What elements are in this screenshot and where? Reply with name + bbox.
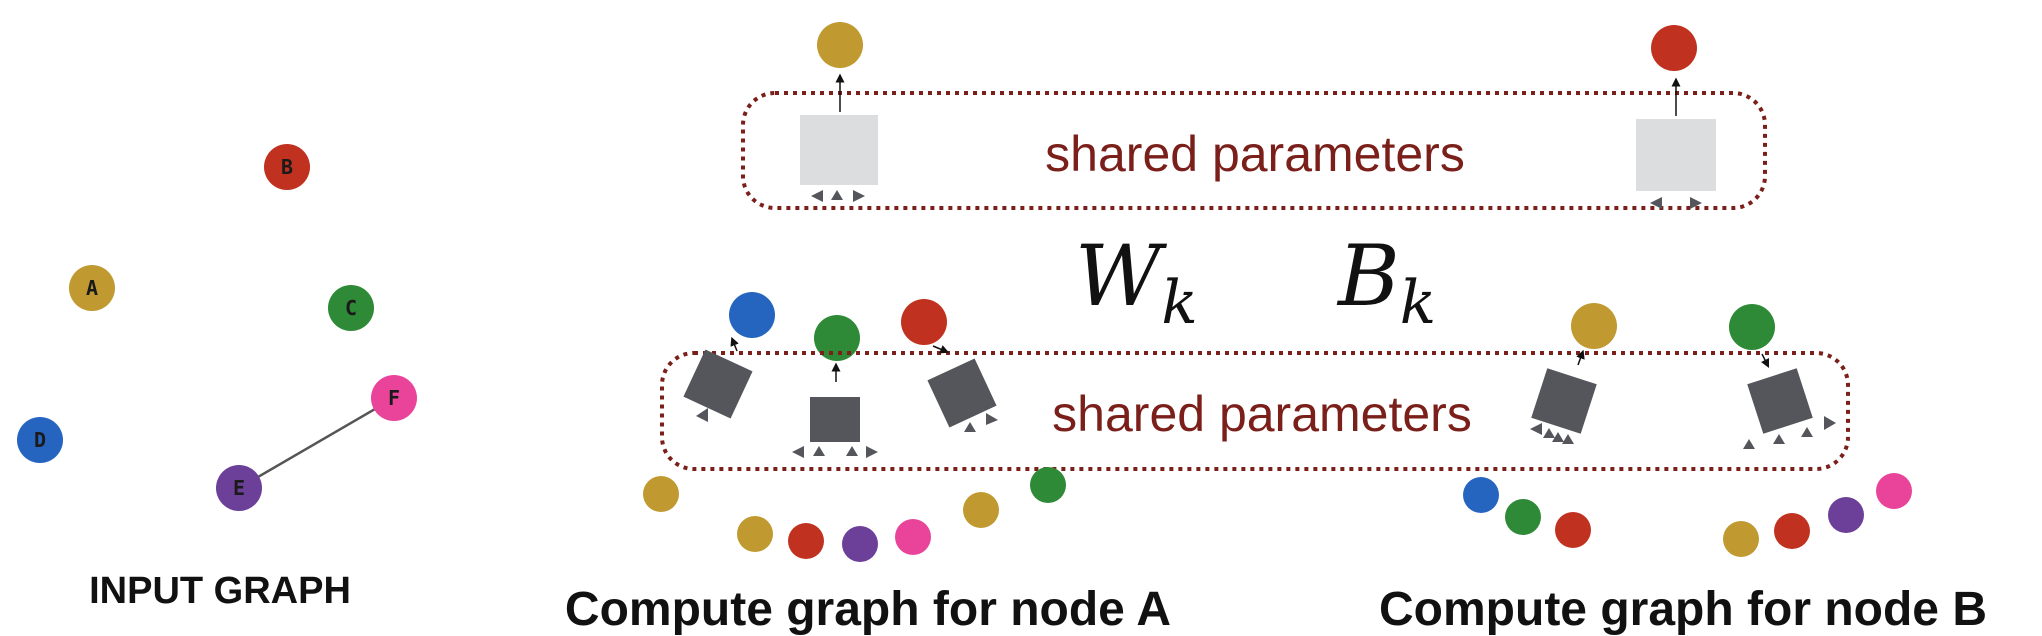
- layer1-output-green-b: [1729, 304, 1775, 350]
- input-feature-gold-b: [1723, 521, 1759, 557]
- layer1-output-green: [814, 315, 860, 361]
- input-node-c-label: C: [345, 296, 357, 320]
- layer1-aggregator-3: [927, 358, 997, 428]
- layer1-output-gold: [1571, 303, 1617, 349]
- input-feature-gold-2: [737, 516, 773, 552]
- top-shared-parameters-box: [741, 91, 1767, 210]
- input-edge-e-f: [238, 396, 395, 490]
- layer1-output-blue: [729, 292, 775, 338]
- weight-symbol: Wk: [1075, 227, 1198, 338]
- input-feature-purple: [842, 526, 878, 562]
- input-feature-gold-1: [643, 476, 679, 512]
- input-node-d-label: D: [34, 428, 46, 452]
- node-a-input-features: [643, 467, 1066, 562]
- input-node-b[interactable]: B: [264, 144, 310, 190]
- input-feature-pink-b: [1876, 473, 1912, 509]
- node-b-compute-graph-caption: Compute graph for node B: [1379, 583, 1987, 636]
- bottom-layer: shared parameters: [660, 292, 1850, 471]
- input-node-f[interactable]: F: [371, 375, 417, 421]
- parameter-symbols: Wk Bk: [1075, 227, 1436, 338]
- top-shared-parameters-label: shared parameters: [1045, 126, 1465, 182]
- layer1-aggregator-4: [1531, 368, 1597, 434]
- layer1-output-red: [901, 299, 947, 345]
- input-node-f-label: F: [388, 386, 400, 410]
- input-node-c[interactable]: C: [328, 285, 374, 331]
- input-feature-red-b: [1555, 512, 1591, 548]
- input-node-d[interactable]: D: [17, 417, 63, 463]
- layer1-aggregator-5: [1747, 368, 1813, 434]
- input-feature-green: [1030, 467, 1066, 503]
- bottom-shared-parameters-box: [660, 351, 1850, 471]
- input-graph: B A C F D E INPUT GRAPH: [17, 144, 417, 612]
- input-graph-caption: INPUT GRAPH: [89, 570, 351, 612]
- input-feature-red-b2: [1774, 513, 1810, 549]
- input-node-a-label: A: [86, 276, 98, 300]
- top-layer: shared parameters: [741, 22, 1767, 210]
- input-node-a[interactable]: A: [69, 265, 115, 311]
- input-node-b-label: B: [281, 155, 293, 179]
- top-aggregator-b: [1636, 119, 1716, 191]
- input-node-e[interactable]: E: [216, 465, 262, 511]
- bottom-shared-parameters-label: shared parameters: [1052, 386, 1472, 442]
- top-aggregator-a: [800, 115, 878, 185]
- input-feature-gold-3: [963, 492, 999, 528]
- layer1-aggregator-1: [683, 349, 753, 419]
- top-output-node-b: [1651, 25, 1697, 71]
- input-feature-pink: [895, 519, 931, 555]
- bias-symbol: Bk: [1336, 227, 1436, 338]
- top-output-node-a: [817, 22, 863, 68]
- top-agg-a-input-arrows: [811, 190, 865, 202]
- node-a-compute-graph-caption: Compute graph for node A: [565, 583, 1171, 636]
- node-b-input-features: [1463, 473, 1912, 557]
- input-feature-purple-b: [1828, 497, 1864, 533]
- input-feature-blue-b: [1463, 477, 1499, 513]
- input-node-e-label: E: [233, 476, 245, 500]
- layer1-aggregator-2: [810, 397, 860, 442]
- top-agg-b-input-arrows: [1650, 197, 1702, 209]
- input-feature-red: [788, 523, 824, 559]
- layer1-input-arrows: [696, 408, 1836, 458]
- input-feature-green-b: [1505, 499, 1541, 535]
